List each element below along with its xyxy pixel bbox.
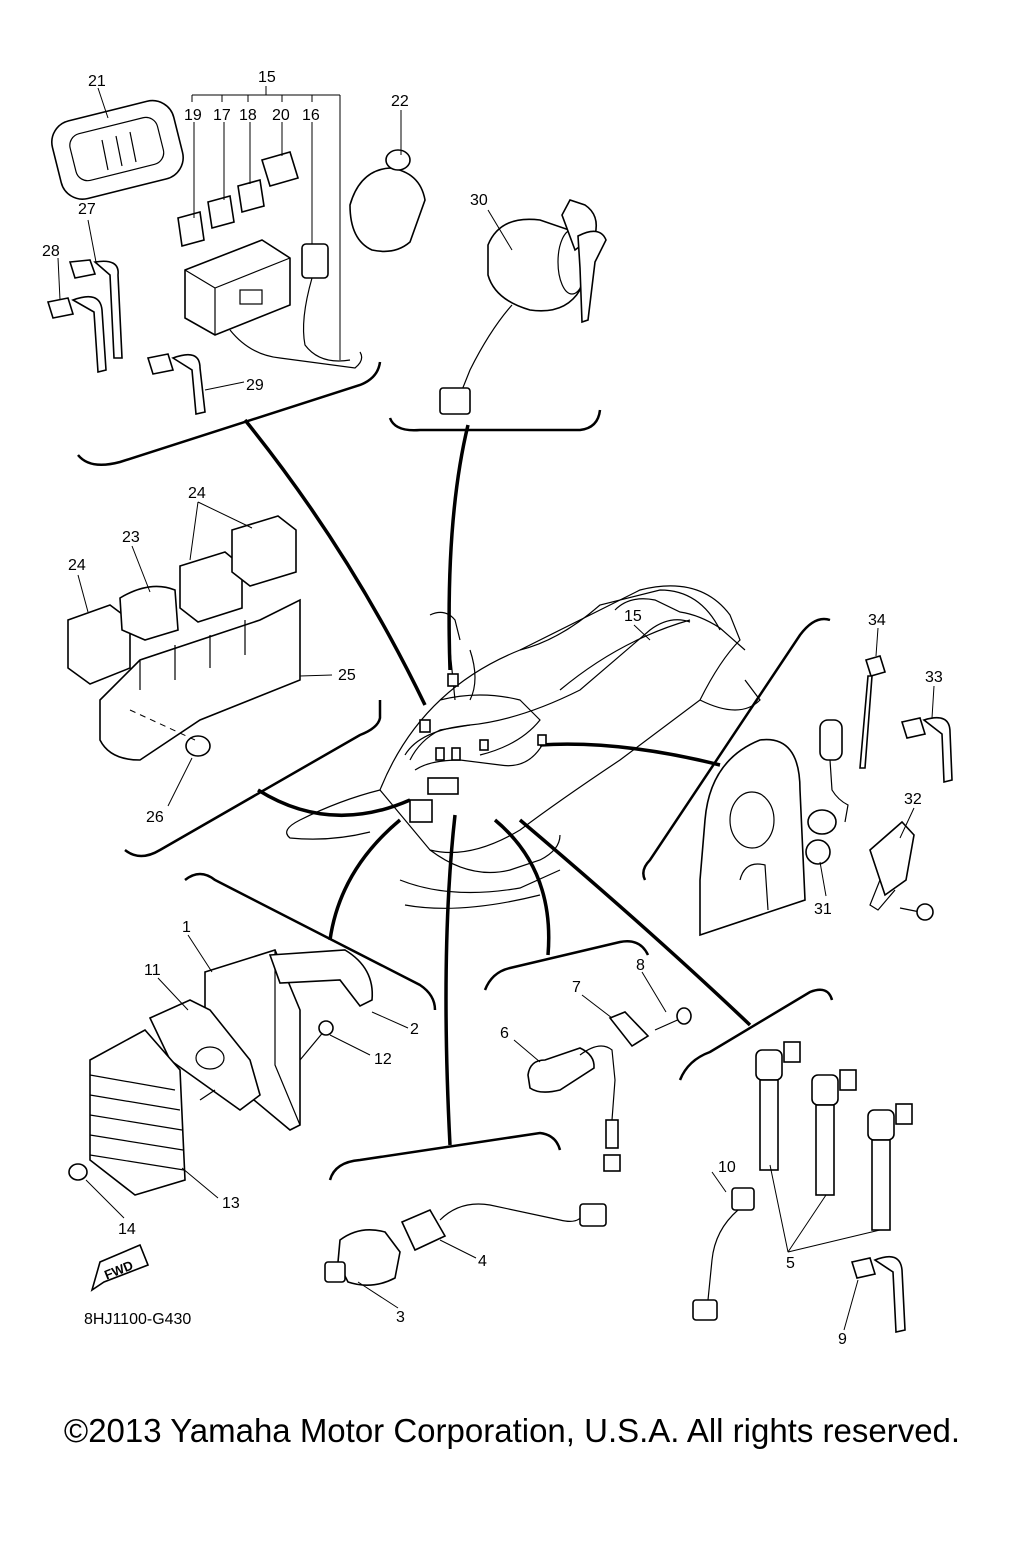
callout-12: 12 — [374, 1051, 392, 1068]
callout-2: 2 — [410, 1021, 419, 1038]
callout-10: 10 — [718, 1159, 736, 1176]
callout-11: 11 — [144, 962, 161, 979]
callout-23: 23 — [122, 529, 140, 546]
link-line-sender — [444, 814, 457, 1146]
callout-16: 16 — [302, 107, 320, 124]
link-line-rectifier — [328, 818, 402, 941]
frame-lower-center — [483, 940, 650, 991]
watercraft-hull — [286, 585, 761, 909]
link-line-sensor — [493, 818, 551, 956]
callout-27: 27 — [78, 201, 96, 218]
callout-8: 8 — [636, 957, 645, 974]
callout-20: 20 — [272, 107, 290, 124]
callout-19: 19 — [184, 107, 202, 124]
callout-28: 28 — [42, 243, 60, 260]
frame-top-center — [388, 409, 602, 432]
callout-30: 30 — [470, 192, 488, 209]
link-line-ignitioncoil — [518, 818, 752, 1027]
callout-9: 9 — [838, 1331, 847, 1348]
callout-15-top: 15 — [258, 69, 276, 86]
leader-lines — [57, 86, 935, 1331]
sender-assembly — [324, 1203, 607, 1286]
relay-bracket-assembly — [67, 515, 301, 761]
callout-25: 25 — [338, 667, 356, 684]
callout-14: 14 — [118, 1221, 136, 1238]
frame-lower-left — [184, 872, 437, 1011]
rectifier-cdi-assembly — [68, 949, 374, 1196]
callout-26: 26 — [146, 809, 164, 826]
frame-top-left — [77, 361, 382, 467]
callout-24-left: 24 — [68, 557, 86, 574]
callout-numbers: 21 15 19 17 18 20 16 22 30 27 28 29 24 2… — [42, 69, 943, 1348]
callout-21: 21 — [88, 73, 106, 90]
callout-15-hull: 15 — [624, 608, 642, 625]
callout-24-top: 24 — [188, 485, 206, 502]
callout-7: 7 — [572, 979, 581, 996]
link-line-fusebox — [243, 418, 427, 706]
fuse-box-assembly — [46, 99, 426, 415]
main-switch-assembly — [439, 199, 607, 415]
link-line-mainswitch — [447, 424, 470, 671]
pickup-coil-assembly — [699, 655, 953, 937]
callout-18: 18 — [239, 107, 257, 124]
callout-13: 13 — [222, 1195, 240, 1212]
ignition-coil-assembly — [692, 1041, 913, 1333]
copyright-notice: ©2013 Yamaha Motor Corporation, U.S.A. A… — [63, 1412, 961, 1449]
callout-6: 6 — [500, 1025, 509, 1042]
callout-31: 31 — [814, 901, 832, 918]
link-line-relay — [257, 788, 411, 818]
callout-17: 17 — [213, 107, 231, 124]
callout-33: 33 — [925, 669, 943, 686]
callout-22: 22 — [391, 93, 409, 110]
frame-mid-left — [124, 700, 382, 858]
callout-1: 1 — [182, 919, 191, 936]
frame-right — [642, 617, 831, 881]
callout-34: 34 — [868, 612, 886, 629]
frame-bottom-center — [328, 1131, 562, 1181]
fwd-arrow-icon — [90, 1243, 150, 1292]
callout-5: 5 — [786, 1255, 795, 1272]
drawing-code: 8HJ1100-G430 — [84, 1311, 191, 1328]
callout-3: 3 — [396, 1309, 405, 1326]
speed-sensor-assembly — [527, 1007, 692, 1172]
link-line-pickup — [539, 742, 721, 767]
callout-29: 29 — [246, 377, 264, 394]
frame-lower-right — [678, 988, 834, 1081]
callout-32: 32 — [904, 791, 922, 808]
callout-4: 4 — [478, 1253, 487, 1270]
